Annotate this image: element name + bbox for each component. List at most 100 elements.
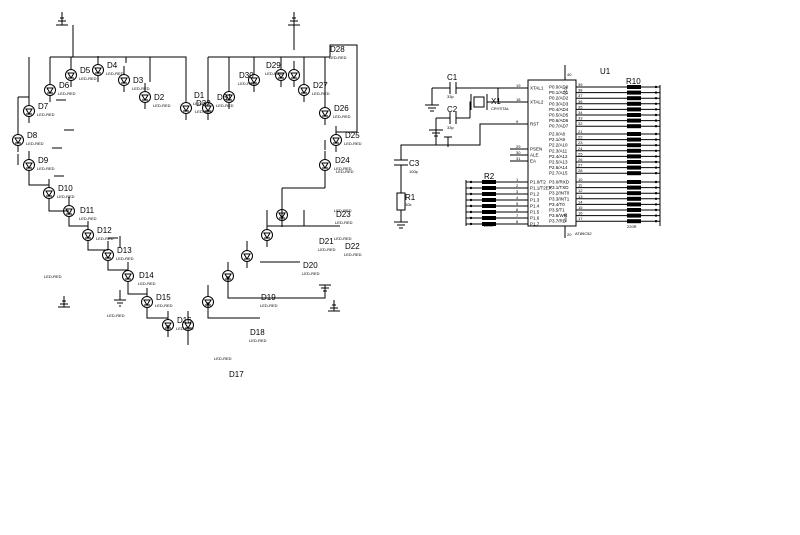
mcu-pin-name: P3.1/TXD bbox=[549, 185, 569, 190]
junction bbox=[654, 203, 658, 206]
resistor-element bbox=[482, 210, 496, 214]
mcu-pin-number: 25 bbox=[578, 151, 583, 156]
led-value: LED-RED bbox=[107, 313, 125, 318]
junction bbox=[654, 119, 658, 122]
mcu-pin-number: 13 bbox=[578, 194, 583, 199]
led-diode-symbol bbox=[184, 322, 192, 329]
led-diode-symbol bbox=[278, 212, 286, 219]
mcu-pin-name: P1.2 bbox=[530, 192, 540, 197]
led-diode-symbol bbox=[204, 105, 212, 112]
junction bbox=[469, 216, 473, 220]
mcu-pin-name: RST bbox=[530, 122, 539, 127]
led-ref: D24 bbox=[335, 156, 350, 165]
led-diode-symbol bbox=[224, 273, 232, 280]
led-value: LED-RED bbox=[312, 91, 330, 96]
mcu-pin-name: P0.2/AD2 bbox=[549, 96, 569, 101]
led-diode-symbol bbox=[243, 253, 251, 260]
gnd-pin-number: 20 bbox=[567, 232, 572, 237]
vcc-pin-number: 40 bbox=[567, 72, 572, 77]
led-ref: D1 bbox=[194, 91, 205, 100]
led-value: LED-RED bbox=[336, 169, 354, 174]
led-value: LED-RED bbox=[238, 81, 256, 86]
resistor-element bbox=[482, 180, 496, 184]
junction bbox=[654, 172, 658, 175]
led-value: LED-RED bbox=[214, 356, 232, 361]
led-ref: D5 bbox=[80, 66, 91, 75]
led-value: LED-RED bbox=[216, 103, 234, 108]
resistor-element bbox=[627, 196, 641, 201]
junction bbox=[654, 91, 658, 94]
mcu-pin-number: 22 bbox=[578, 135, 583, 140]
mcu-right-pins: 39P0.0/AD038P0.1/AD137P0.2/AD236P0.3/AD3… bbox=[549, 82, 640, 224]
resistor-element bbox=[627, 180, 641, 184]
led-diode-symbol bbox=[84, 232, 92, 239]
led-ref: D14 bbox=[139, 271, 154, 280]
resistor-element bbox=[627, 85, 641, 89]
led-ref: D8 bbox=[27, 131, 38, 140]
resistor-element bbox=[627, 107, 641, 112]
junction bbox=[469, 180, 473, 184]
gnd-pin-label: GND bbox=[563, 213, 568, 222]
led-diode-symbol bbox=[300, 87, 308, 94]
led-ref: D29 bbox=[266, 61, 281, 70]
junction bbox=[469, 198, 473, 202]
led-ref: D3 bbox=[133, 76, 144, 85]
led-value: LED-RED bbox=[334, 236, 352, 241]
mcu-pin-name: P1.3 bbox=[530, 198, 540, 203]
junction bbox=[654, 208, 658, 212]
mcu-pin-name: P3.0/RXD bbox=[549, 180, 570, 185]
junction bbox=[654, 97, 658, 100]
wire bbox=[267, 188, 340, 227]
led-value: LED-RED bbox=[44, 274, 62, 279]
junction bbox=[654, 108, 658, 111]
led-diode-symbol bbox=[204, 299, 212, 306]
mcu-pin-number: 38 bbox=[578, 88, 583, 93]
led-heart-array: D1LED-REDD2LED-REDD3LED-REDD4LED-REDD5LE… bbox=[12, 45, 362, 379]
resistor-element bbox=[627, 143, 641, 148]
junction bbox=[654, 125, 658, 128]
mcu-pin-number: 39 bbox=[578, 82, 583, 87]
mcu-pin-number: 24 bbox=[578, 146, 583, 151]
led-value: LED-RED bbox=[329, 55, 347, 60]
led-value: LED-RED bbox=[116, 256, 134, 261]
led-diode-symbol bbox=[141, 94, 149, 101]
mcu-pin-number: 26 bbox=[578, 157, 583, 162]
resistor-element bbox=[627, 154, 641, 159]
r1-ref: R1 bbox=[405, 193, 416, 202]
led-value: LED-RED bbox=[26, 141, 44, 146]
led-diode-symbol bbox=[25, 108, 33, 115]
junction bbox=[654, 85, 658, 89]
junction bbox=[469, 222, 473, 226]
junction bbox=[654, 220, 658, 223]
wire bbox=[288, 12, 300, 26]
mcu-pin-name: P0.5/AD5 bbox=[549, 113, 569, 118]
led-diode-symbol bbox=[94, 67, 102, 74]
led-ref: D6 bbox=[59, 81, 70, 90]
mcu-pin-name: P2.4/A12 bbox=[549, 154, 568, 159]
resistor-packs: R10 220R R2 220R bbox=[465, 77, 661, 229]
led-ref: D23 bbox=[336, 210, 351, 219]
mcu-pin-name: P3.2/INT0 bbox=[549, 191, 570, 196]
junction bbox=[654, 166, 658, 169]
resistor-element bbox=[627, 191, 641, 196]
r1-value: 10k bbox=[405, 202, 411, 207]
mcu-pin-name: P2.7/A15 bbox=[549, 171, 568, 176]
c2-value: 33p bbox=[447, 125, 454, 130]
led-value: LED-RED bbox=[37, 166, 55, 171]
led-diode-symbol bbox=[25, 162, 33, 169]
led-value: LED-RED bbox=[265, 71, 283, 76]
